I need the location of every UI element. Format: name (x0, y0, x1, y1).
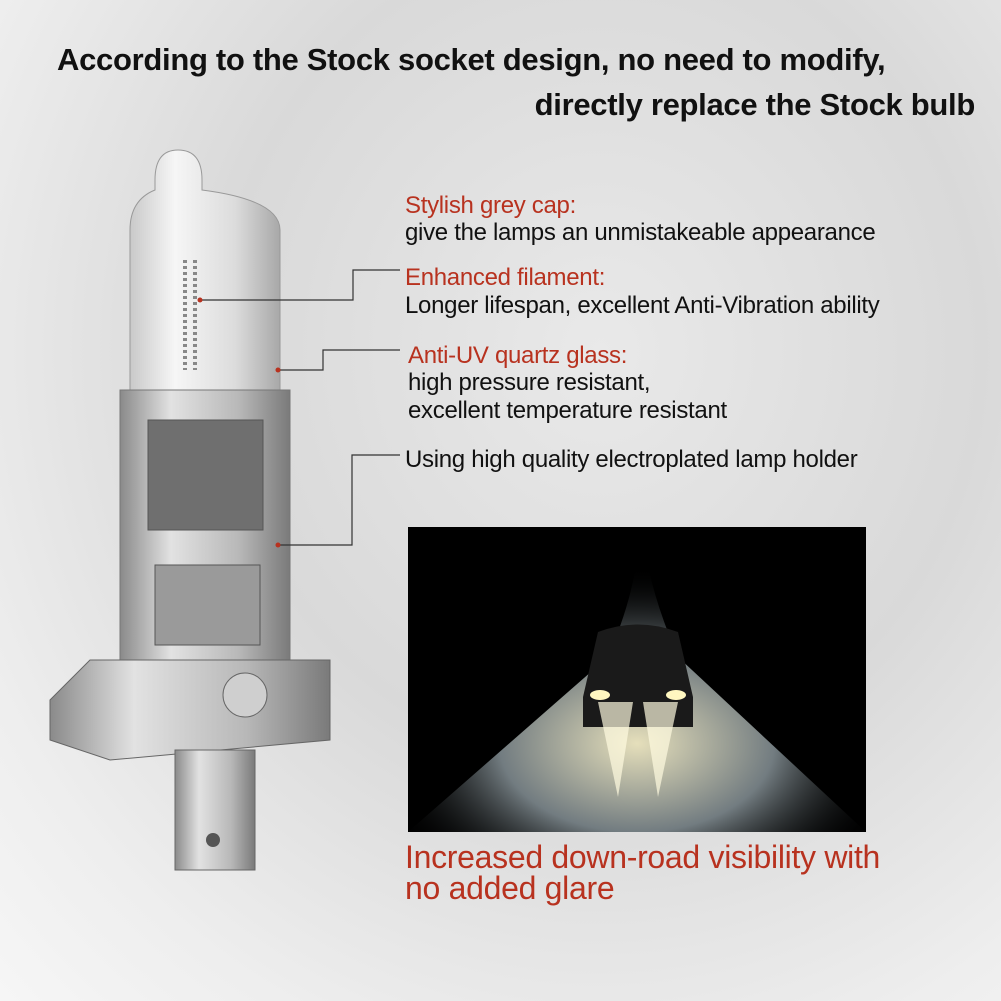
visibility-line1: Increased down-road visibility with (405, 839, 881, 875)
visibility-line2: no added glare (405, 870, 615, 906)
night-road-photo (408, 527, 866, 832)
feature-glass-desc1: high pressure resistant, (408, 369, 651, 396)
feature-cap-title: Stylish grey cap: (405, 192, 576, 219)
h1-bulb-illustration (49, 149, 331, 871)
headline-line1: According to the Stock socket design, no… (57, 42, 886, 77)
headline-line2: directly replace the Stock bulb (534, 87, 976, 122)
feature-filament-desc: Longer lifespan, excellent Anti-Vibratio… (405, 292, 880, 319)
callout-lines (197, 269, 400, 548)
feature-holder-desc: Using high quality electroplated lamp ho… (405, 446, 858, 473)
feature-glass-title: Anti-UV quartz glass: (408, 342, 628, 369)
feature-filament-title: Enhanced filament: (405, 264, 606, 291)
feature-glass-desc2: excellent temperature resistant (408, 397, 727, 424)
feature-cap-desc: give the lamps an unmistakeable appearan… (405, 219, 876, 246)
